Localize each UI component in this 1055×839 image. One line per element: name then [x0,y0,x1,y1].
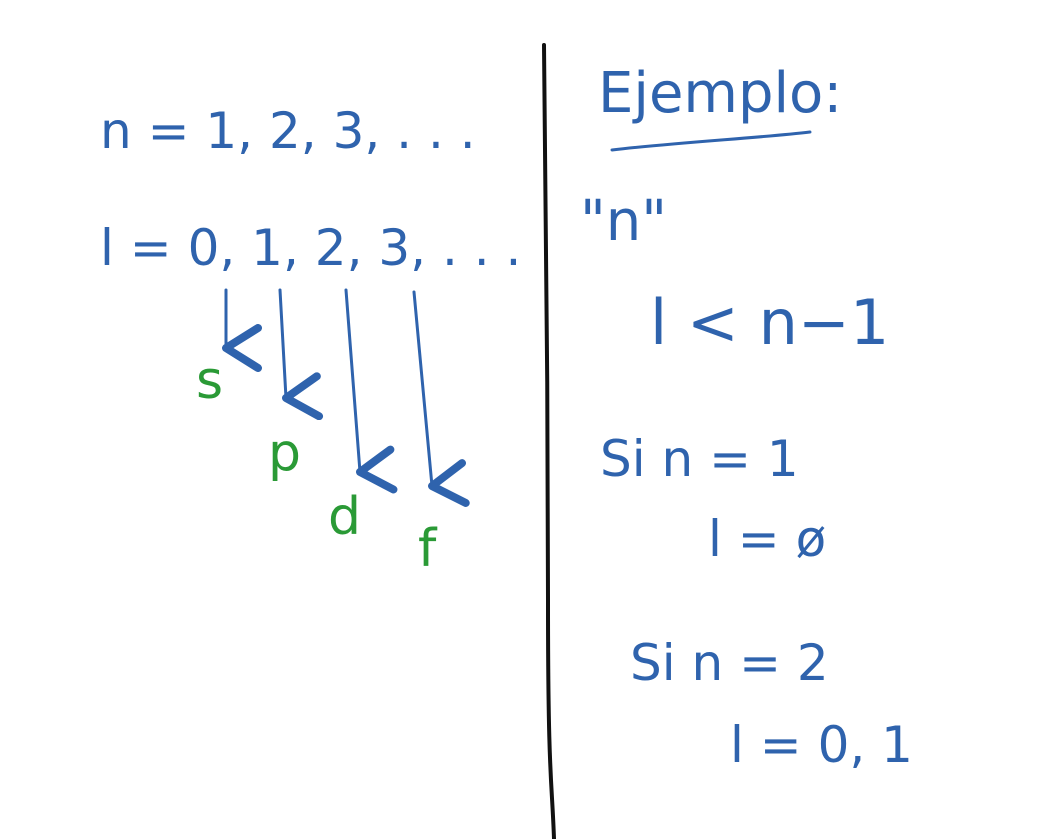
orbital-letter-s: s [196,351,223,411]
l-values-line: l = 0, 1, 2, 3, . . . [100,219,521,277]
example-title-underline [610,130,812,152]
arrow-l1-to-p [278,288,324,421]
example-title: Ejemplo: [598,61,842,126]
arrow-l3-to-f [412,290,470,507]
orbital-letter-f: f [418,519,438,579]
vertical-divider-line [542,43,556,839]
case-1-condition: Si n = 1 [600,430,799,488]
inequality-expression: l < n−1 [650,286,889,359]
n-values-line: n = 1, 2, 3, . . . [100,102,476,160]
orbital-letter-d: d [328,487,361,547]
quoted-n-label: "n" [580,189,667,254]
case-2-condition: Si n = 2 [630,634,829,692]
case-1-result: l = ø [708,510,826,568]
case-2-result: l = 0, 1 [730,716,913,774]
orbital-letter-p: p [268,423,301,483]
arrow-l2-to-d [344,288,398,494]
